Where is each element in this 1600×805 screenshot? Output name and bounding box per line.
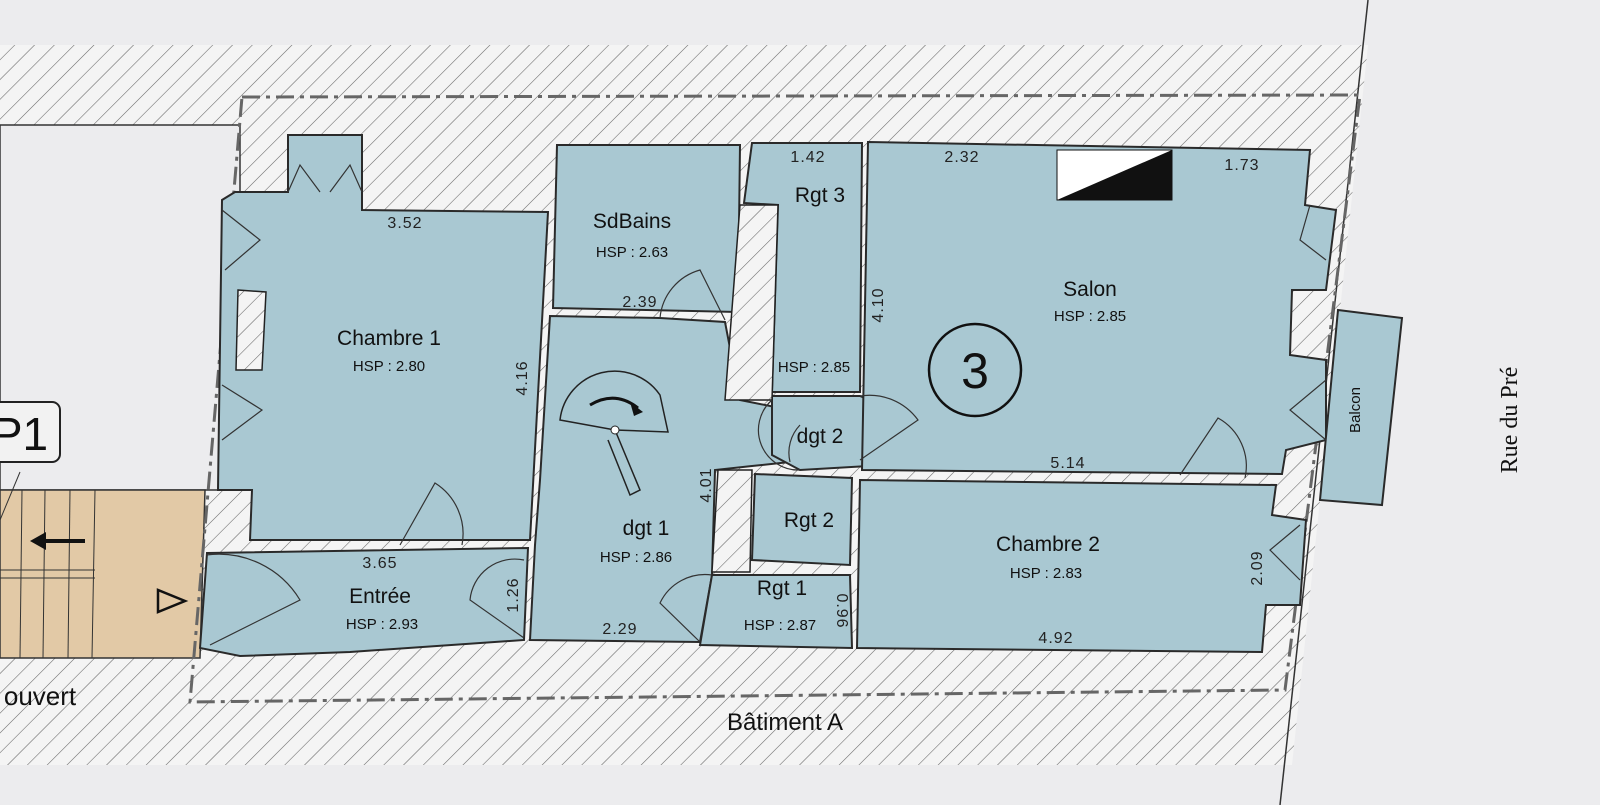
- dimension: 3.52: [387, 215, 422, 232]
- label-balcon: Balcon: [1347, 387, 1364, 433]
- hsp-chambre-2: HSP : 2.83: [1010, 565, 1082, 582]
- hsp-entree: HSP : 2.93: [346, 616, 418, 633]
- label-salon: Salon: [1063, 278, 1117, 301]
- dimension: 0.96: [833, 593, 850, 628]
- dimension: 4.16: [514, 360, 531, 395]
- label-rgt-2: Rgt 2: [784, 509, 834, 532]
- room-chambre-2: [855, 478, 1308, 654]
- dimension: 3.65: [362, 555, 397, 572]
- label-rgt-3: Rgt 3: [795, 184, 845, 207]
- label-dgt-2: dgt 2: [797, 425, 844, 448]
- common-staircase: [0, 489, 206, 659]
- building-outline: [188, 93, 1362, 704]
- wall-block: [235, 289, 267, 371]
- room-salon: [860, 140, 1338, 476]
- wall-block: [711, 469, 753, 573]
- hsp-chambre-1: HSP : 2.80: [353, 358, 425, 375]
- arrow-left-icon: [30, 532, 85, 550]
- svg-text:P1: P1: [0, 408, 48, 460]
- partial-label: ouvert: [4, 681, 77, 711]
- label-chambre-2: Chambre 2: [996, 533, 1100, 556]
- hsp-rgt-1: HSP : 2.87: [744, 617, 816, 634]
- room-chambre-1: [216, 134, 550, 541]
- dimension: 5.14: [1050, 455, 1085, 472]
- label-rgt-1: Rgt 1: [757, 577, 807, 600]
- fireplace-icon: [1056, 149, 1173, 201]
- dimension: 4.92: [1038, 630, 1073, 647]
- hsp-dgt-1: HSP : 2.86: [600, 549, 672, 566]
- label-chambre-1: Chambre 1: [337, 327, 441, 350]
- dimension: 2.09: [1249, 550, 1266, 585]
- hsp-sdbains: HSP : 2.63: [596, 244, 668, 261]
- spiral-staircase-icon: [559, 370, 669, 497]
- lot-number-badge: 3: [927, 322, 1023, 418]
- svg-text:3: 3: [961, 343, 989, 399]
- dimension: 1.26: [505, 577, 522, 612]
- hsp-rgt-3: HSP : 2.85: [778, 359, 850, 376]
- lot-tag: P1: [0, 401, 61, 521]
- dimension: 2.29: [602, 621, 637, 638]
- entry-triangle-icon: [156, 588, 189, 614]
- dimension: 2.32: [944, 149, 979, 166]
- street-label: Rue du Pré: [1497, 367, 1523, 474]
- dimension: 2.39: [622, 294, 657, 311]
- dimension: 4.01: [698, 467, 715, 502]
- room-entree: [198, 546, 530, 658]
- room-rgt-2: [750, 472, 854, 567]
- dimension: 1.42: [790, 149, 825, 166]
- room-balcon: [1318, 308, 1404, 507]
- building-label: Bâtiment A: [727, 709, 843, 736]
- dimension: 1.73: [1224, 157, 1259, 174]
- label-entree: Entrée: [349, 585, 411, 608]
- dimension: 4.10: [870, 287, 887, 322]
- door-swings: [205, 163, 1327, 646]
- room-rgt-1: [698, 574, 854, 650]
- label-dgt-1: dgt 1: [623, 517, 670, 540]
- hsp-salon: HSP : 2.85: [1054, 308, 1126, 325]
- label-sdbains: SdBains: [593, 210, 671, 233]
